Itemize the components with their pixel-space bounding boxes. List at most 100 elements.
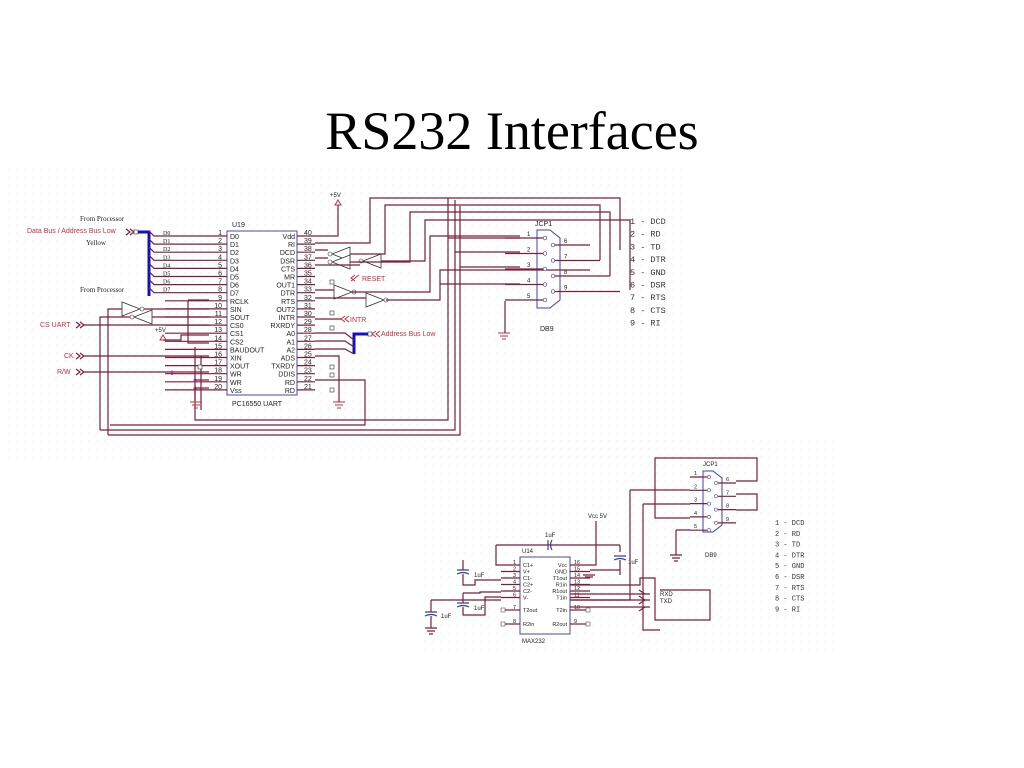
db9-pin [550,289,556,294]
max232-pin-number: 2 [513,567,516,573]
db9-bottom-body [702,470,723,533]
uart-pin-label: D4 [230,266,239,273]
db9-pin [714,494,718,499]
inverter-rts [365,292,386,308]
bus-line-label: D7 [163,288,170,294]
uart-pin-label: SIN [230,307,242,314]
db9-pin-number: 5 [694,524,697,530]
uart-chip-body [226,230,298,396]
bus-line-label: D4 [163,263,170,269]
uart-pin-number: 22 [304,376,312,383]
uart-pin-label: D0 [230,234,239,241]
max232-pin-number: 4 [513,580,516,586]
max232-pin-label: GND [555,570,567,576]
bus-line-label: D0 [163,231,170,237]
db9-pin [542,251,548,256]
max232-pin-number: 10 [574,605,580,611]
uart-pin-number: 32 [304,295,312,302]
max232-name: MAX232 [522,639,546,645]
uart-pin-number: 9 [218,295,222,302]
uart-pin-number: 36 [304,262,312,269]
db9-bottom-ref: JCP1 [703,462,718,468]
pin-legend-entry: 3 - TD [630,242,661,252]
address-bus-line [352,332,368,354]
uart-pin-number: 8 [218,287,222,294]
max232-pin-label: C2+ [523,583,533,589]
max232-ref: U14 [522,549,534,555]
uart-pin-number: 1 [218,230,222,237]
db9-pin-number: 1 [527,232,531,238]
bus-entry [148,279,165,286]
max232-pin-label: T1in [556,596,567,602]
uart-pin-number: 20 [214,384,222,391]
uart-pin-number: 40 [304,230,312,237]
cap-label-3: 1uF [474,573,485,579]
db9-pin [542,235,548,241]
bus-line-label: D6 [163,280,170,286]
uart-pin-number: 11 [215,311,222,318]
uart-pin-label: WR [230,372,242,379]
db9-pin-number: 8 [564,270,568,276]
db9-pin [707,528,711,533]
max232-pin-label: C1- [523,576,532,582]
uart-pin-label: A2 [286,347,295,354]
max232-pin-label: R2in [523,622,534,628]
max232-pin-number: 13 [574,580,580,586]
uart-pin-label: DDIS [278,372,295,379]
uart-pin-number: 2 [218,238,222,245]
max232-pin-label: T2out [523,608,538,614]
uart-pin-number: 4 [218,254,222,261]
db9-pin [550,273,556,279]
db9-pin-number: 2 [527,248,531,254]
uart-pin-number: 16 [214,352,222,359]
uart-pin-number: 12 [214,319,222,326]
db9-pin-number: 1 [694,471,697,477]
max232-pin-number: 1 [513,560,516,566]
db9-pin-number: 8 [726,504,729,510]
db9-pin-number: 7 [726,490,729,496]
max232-pin-label: T1out [553,576,568,582]
uart-pin-number: 30 [304,311,312,318]
bus-entry [148,246,165,253]
max232-pin-number: 3 [513,573,516,579]
label-data-bus: Data Bus / Address Bus Low [27,228,117,235]
label-intr: INTR [350,317,366,324]
vcc-label: Vcc 5V [588,514,607,520]
pin-legend-entry: 5 - GND [775,563,804,571]
pin-legend-entry: 9 - RI [630,319,661,329]
uart-pin-number: 6 [218,271,222,278]
max232-pin-label: C1+ [523,563,533,569]
bus-line-label: D1 [163,239,170,245]
inverter-dtr [333,284,354,300]
uart-pin-label: CTS [281,266,295,273]
pin-legend-entry: 4 - DTR [630,255,666,265]
uart-pin-number: 24 [304,360,312,367]
data-bus-line [138,230,151,296]
pin-legend-entry: 2 - RD [630,230,661,240]
label-plus5v-2: +5V [155,328,166,334]
uart-pin-label: BAUDOUT [230,347,265,354]
label-rw: R/W [57,369,71,376]
db9-pin-number: 9 [726,517,729,523]
uart-pin-number: 15 [214,343,222,350]
uart-pin-label: RD [285,388,295,395]
label-cs-uart: CS UART [40,322,71,329]
pin-legend-entry: 5 - GND [630,268,666,278]
bus-line-label: D2 [163,247,170,253]
max232-pin-number: 12 [574,586,580,592]
pin-legend-entry: 2 - RD [775,531,800,539]
uart-pin-number: 31 [304,303,312,310]
max232-pin-label: C2- [523,589,532,595]
max232-pin-number: 15 [574,567,580,573]
uart-pin-label: RXRDY [270,323,295,330]
db9-pin-number: 7 [564,255,568,261]
label-from-processor-2: From Processor [80,286,125,294]
db9-pin-number: 4 [694,511,697,517]
bus-line-label: D5 [163,272,170,278]
label-address-bus-low: Address Bus Low [381,331,436,338]
uart-pin-label: RI [288,242,295,249]
db9-pin-number: 6 [564,239,568,245]
slide-title: RS232 Interfaces [325,101,699,161]
uart-pin-number: 35 [304,271,312,278]
